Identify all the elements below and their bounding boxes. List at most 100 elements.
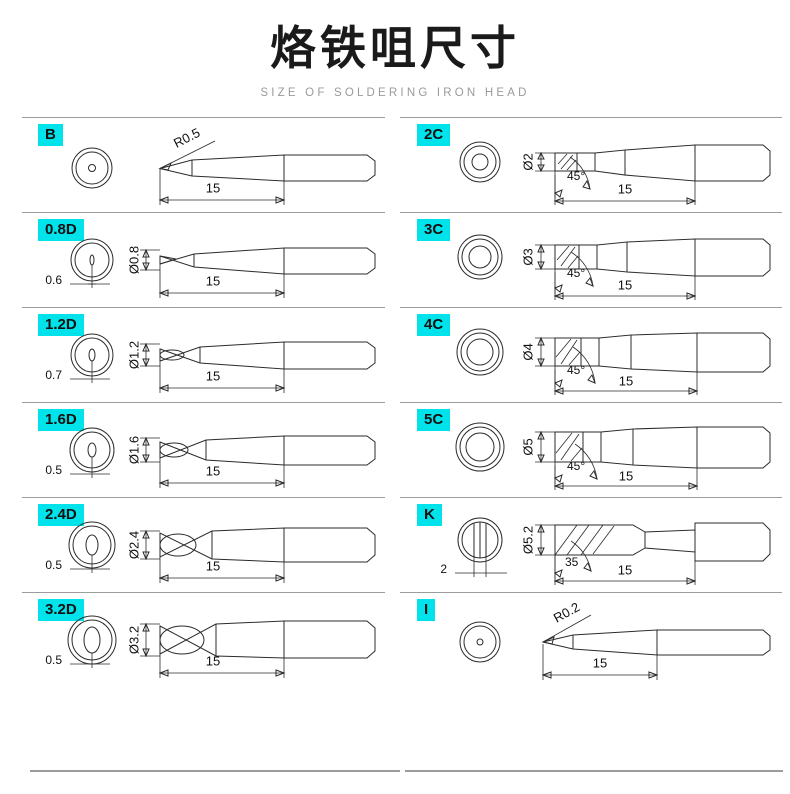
diameter-label: Ø3.2 [126, 626, 141, 654]
length-dimension: 15 [553, 464, 699, 490]
tip-label-chip: 1.6D [38, 408, 84, 431]
diameter-label: Ø3 [520, 248, 535, 265]
length-label: 15 [619, 373, 633, 388]
side-view-profile [554, 426, 771, 469]
tip-row-32d: 3.2D 0.5 Ø3.2 [0, 591, 395, 687]
tip-label-chip: 0.8D [38, 218, 84, 241]
tip-drawing-12d: 0.7 Ø1.2 [45, 333, 376, 393]
row-divider [22, 306, 385, 308]
diameter-label: Ø0.8 [126, 246, 141, 274]
side-view-profile [159, 247, 376, 275]
length-dimension: 15 [553, 554, 697, 585]
radius-leader: R0.2 [541, 599, 592, 645]
knife-bevel-hatching [554, 524, 615, 556]
angle-dimension: 45° [554, 251, 594, 294]
tip-label-chip: B [38, 123, 63, 146]
diagram-board: B R0.5 [0, 116, 790, 757]
side-view-profile [159, 154, 376, 182]
end-view-circle: 0.5 [45, 521, 116, 573]
angle-label: 45° [567, 363, 585, 377]
row-divider [400, 306, 782, 308]
tip-label-chip: K [417, 503, 442, 526]
tip-drawing-24d: 0.5 Ø2.4 [45, 521, 376, 583]
tip-row-2c: 2C Ø2 [395, 116, 790, 212]
width-label: 0.5 [45, 558, 62, 572]
tip-row-12d: 1.2D 0.7 Ø1.2 [0, 306, 395, 402]
diameter-label: Ø5 [520, 438, 535, 455]
tip-drawing-k: 2 Ø5.2 [440, 517, 771, 585]
length-label: 15 [206, 558, 220, 573]
diameter-dimension: Ø5.2 [520, 523, 555, 557]
angle-label: 45° [567, 266, 585, 280]
length-label: 15 [618, 181, 632, 196]
side-view-profile [554, 144, 771, 182]
row-divider [22, 211, 385, 213]
side-view-profile [159, 341, 376, 370]
angle-label: 45° [567, 169, 585, 183]
footer-divider-left [30, 770, 400, 772]
end-view-circle: 0.5 [45, 615, 117, 668]
side-view-profile [554, 522, 771, 562]
length-dimension: 15 [158, 556, 286, 583]
end-view-circle: 0.5 [45, 427, 115, 478]
length-label: 15 [593, 655, 607, 670]
row-divider [22, 496, 385, 498]
tip-drawing-16d: 0.5 Ø1.6 [45, 427, 376, 488]
row-divider [22, 116, 385, 118]
tip-row-16d: 1.6D 0.5 Ø1.6 [0, 401, 395, 497]
length-label: 15 [618, 562, 632, 577]
tip-label-chip: 3.2D [38, 598, 84, 621]
side-view-profile [554, 238, 771, 277]
page-title: 烙铁咀尺寸 [270, 21, 520, 75]
length-dimension: 15 [158, 360, 286, 393]
diameter-dimension: Ø3.2 [126, 622, 160, 658]
diameter-dimension: Ø4 [520, 336, 555, 368]
end-view-circle [457, 234, 503, 280]
angle-dimension: 35 [554, 536, 592, 579]
end-view-circle: 0.7 [45, 333, 114, 383]
angle-label: 35 [565, 555, 579, 569]
tip-drawing-32d: 0.5 Ø3.2 [45, 615, 376, 678]
length-label: 15 [206, 180, 220, 195]
diameter-dimension: Ø1.2 [126, 341, 160, 369]
width-label: 0.7 [45, 368, 62, 382]
angle-dimension: 45° [554, 443, 598, 484]
length-label: 15 [206, 368, 220, 383]
page-subtitle: SIZE OF SOLDERING IRON HEAD [260, 86, 530, 99]
diameter-dimension: Ø0.8 [126, 246, 160, 274]
tip-drawing-b: R0.5 15 [71, 125, 376, 205]
radius-leader: R0.5 [158, 125, 216, 171]
length-dimension: 15 [158, 457, 286, 488]
tip-label-chip: 2C [417, 123, 451, 146]
length-label: 15 [206, 273, 220, 288]
left-column: B R0.5 [0, 116, 395, 757]
side-view-profile [159, 527, 376, 563]
angle-label: 45° [567, 459, 585, 473]
diameter-dimension: Ø3 [520, 243, 555, 271]
footer-divider-right [405, 770, 783, 772]
radius-label: R0.2 [551, 599, 582, 625]
end-view-circle: 0.6 [45, 238, 114, 288]
row-divider [22, 401, 385, 403]
end-view-circle [455, 422, 505, 472]
bevel-hatching [556, 245, 579, 269]
angle-dimension: 45° [554, 346, 596, 389]
tip-label-chip: 5C [417, 408, 451, 431]
end-view-circle: 2 [440, 517, 507, 577]
side-view-profile [542, 629, 771, 656]
tip-row-k: K 2 [395, 496, 790, 592]
tip-label-chip: 1.2D [38, 313, 84, 336]
bevel-hatching [555, 338, 581, 366]
tip-label-chip: I [417, 598, 436, 621]
bevel-hatching [555, 432, 583, 462]
row-divider [400, 211, 782, 213]
bevel-hatching [557, 153, 577, 171]
tip-drawing-5c: Ø5 [455, 422, 771, 490]
radius-label: R0.5 [171, 125, 202, 151]
length-dimension: 15 [158, 263, 286, 298]
tip-row-5c: 5C Ø5 [395, 401, 790, 497]
row-divider [400, 591, 782, 593]
tip-row-4c: 4C Ø4 [395, 306, 790, 402]
length-dimension: 15 [553, 368, 699, 395]
length-dimension: 15 [553, 174, 697, 205]
